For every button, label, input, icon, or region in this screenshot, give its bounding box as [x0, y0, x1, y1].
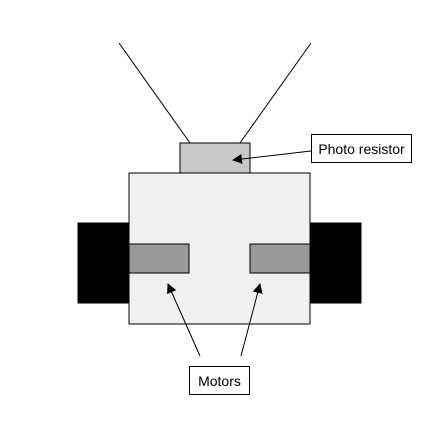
photo-resistor-arrow	[232, 150, 312, 164]
sensor-view-line-left	[118, 42, 191, 144]
left-motor-arrow	[167, 283, 201, 357]
right-motor-arrow	[240, 283, 263, 357]
right-motor	[249, 243, 311, 274]
photo-resistor-label: Photo resistor	[311, 134, 412, 163]
left-motor	[128, 243, 190, 274]
right-wheel	[309, 222, 362, 304]
photo-resistor-sensor	[179, 142, 251, 174]
left-wheel	[77, 222, 130, 304]
motors-label: Motors	[189, 366, 250, 395]
sensor-view-line-right	[239, 42, 312, 144]
